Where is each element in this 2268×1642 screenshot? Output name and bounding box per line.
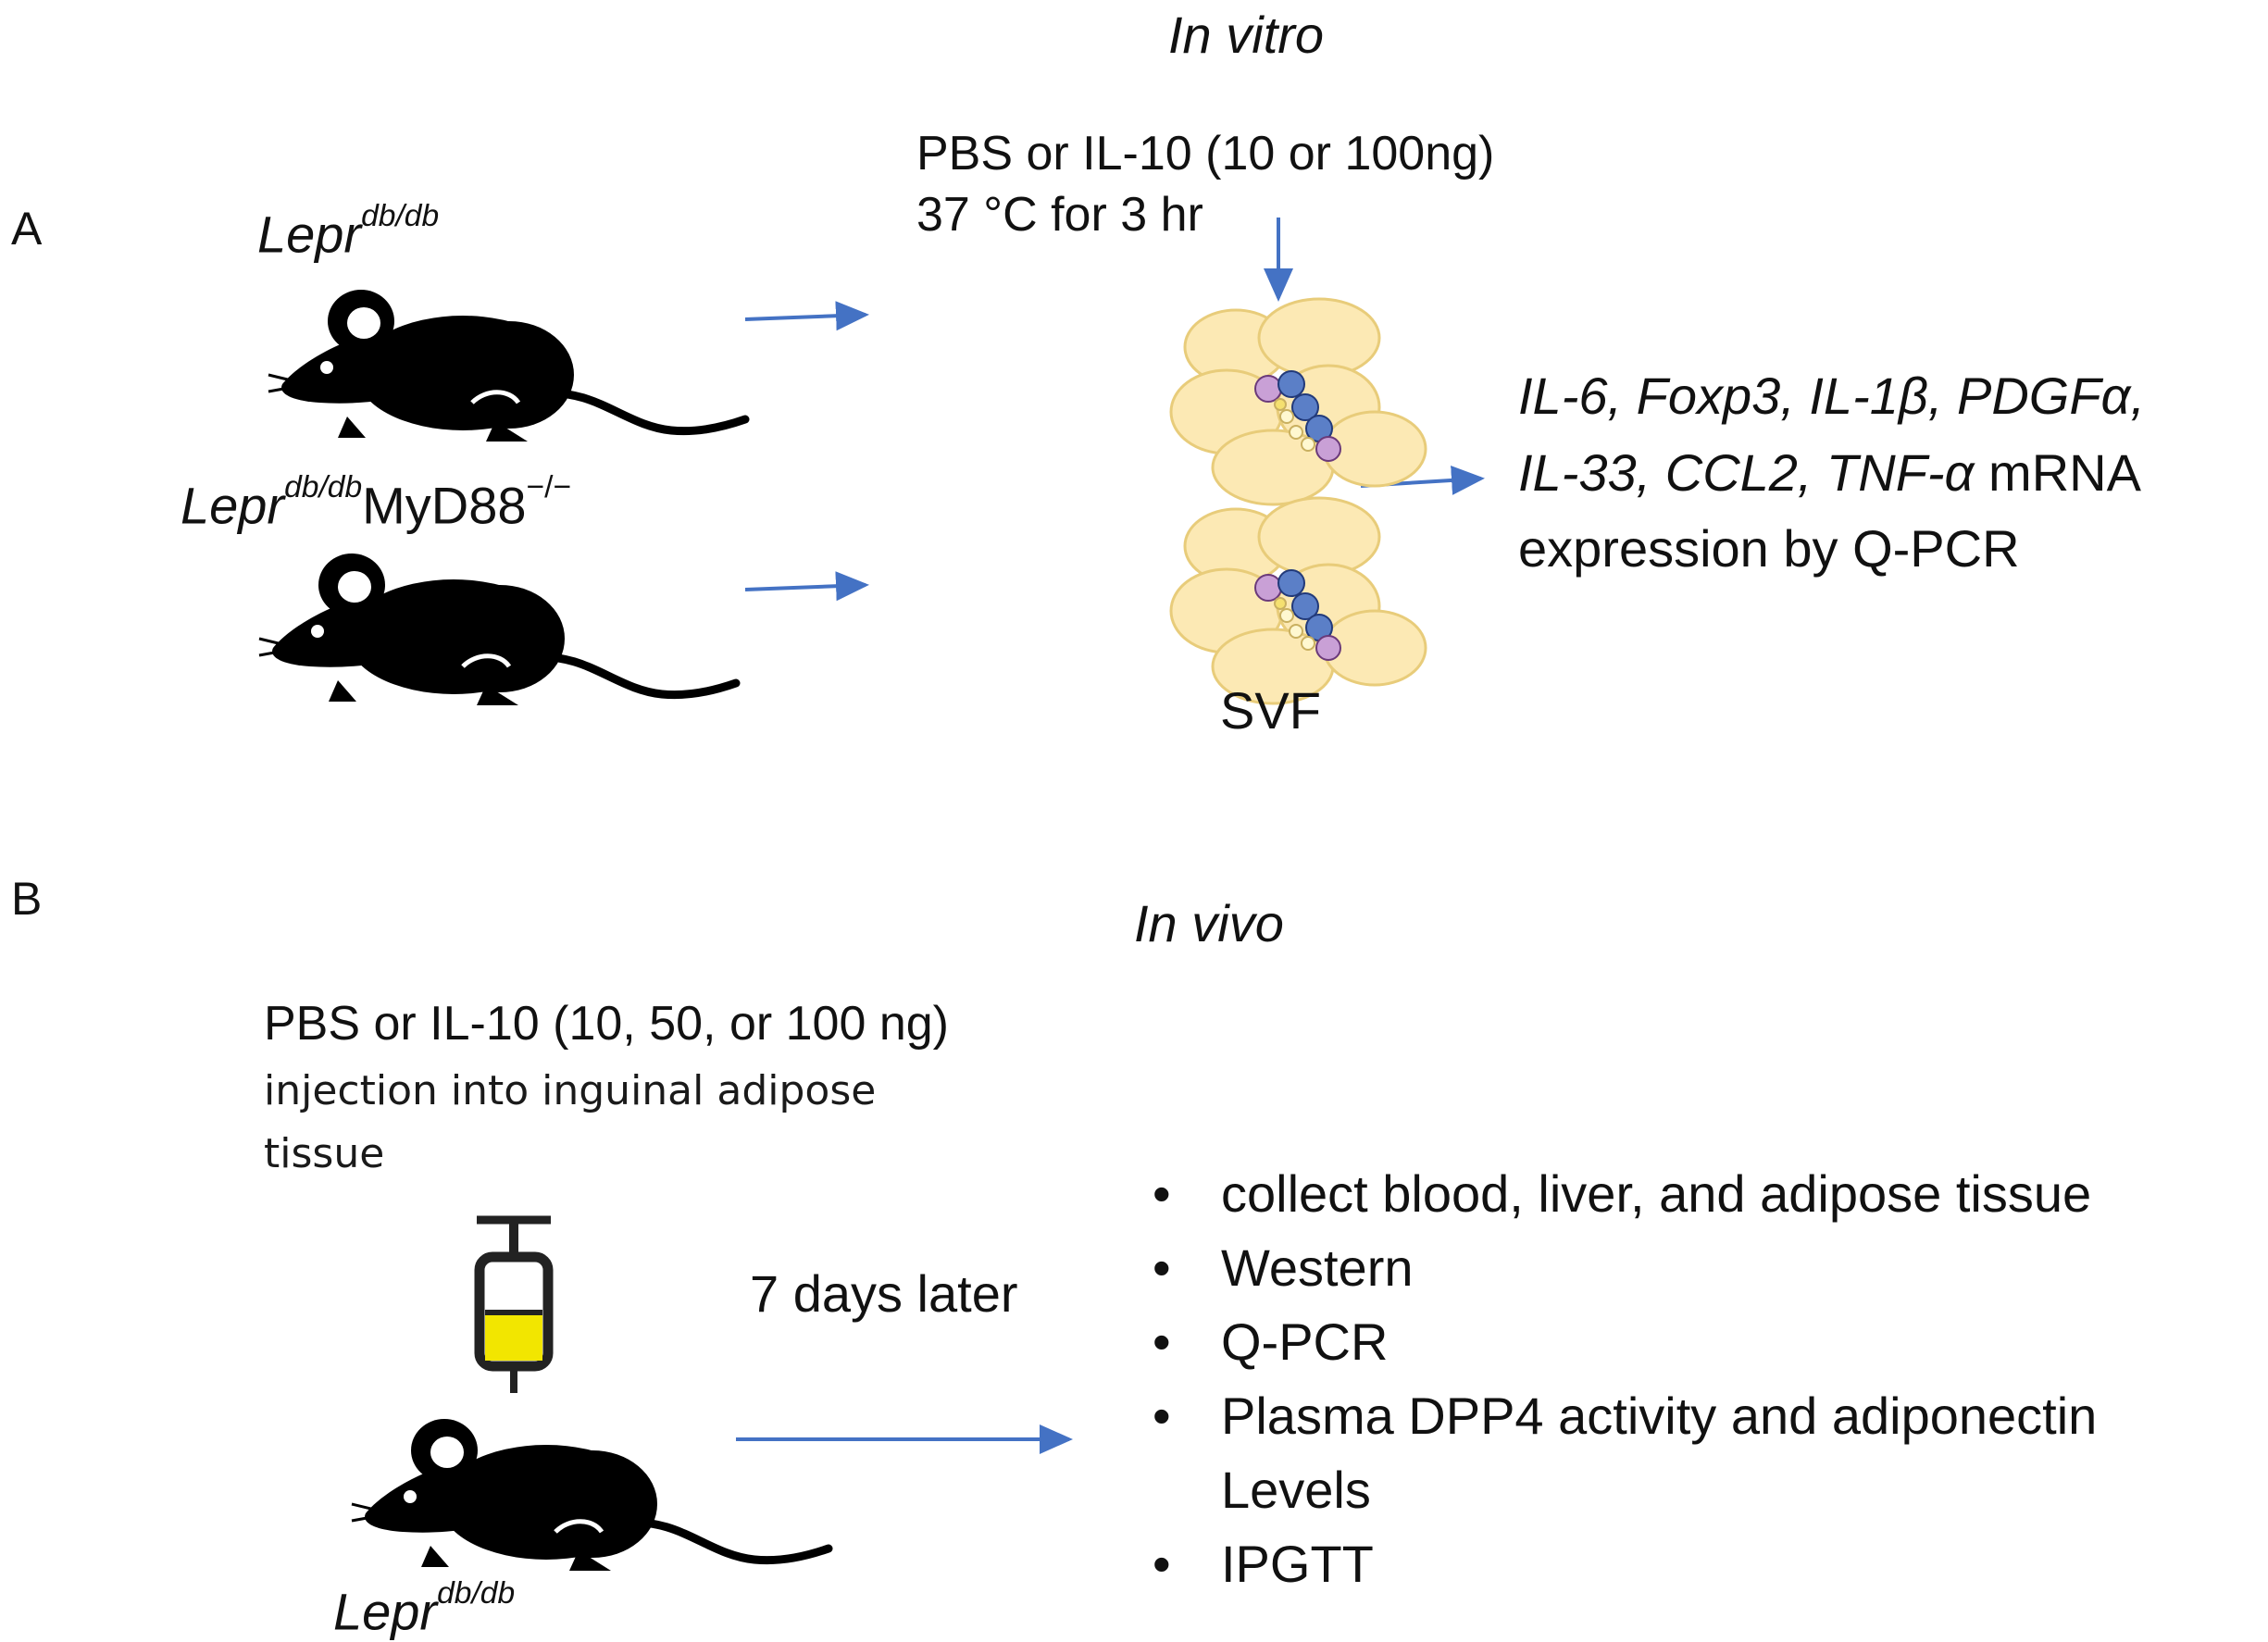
bullet-icon: •: [1153, 1535, 1171, 1593]
genotype-label-lepr-myd88: Leprdb/dbMyD88−/−: [181, 470, 571, 536]
genotype-base: Lepr: [181, 476, 285, 535]
svf-label: SVF: [1220, 681, 1321, 740]
readout-item: Levels: [1125, 1453, 2097, 1527]
genotype-label-invivo: Leprdb/db: [333, 1576, 515, 1642]
svf-cluster-bottom: [1169, 496, 1427, 705]
readout-item: • Western: [1125, 1231, 2097, 1305]
panel-label-a: A: [11, 203, 43, 255]
genotype-suffix: MyD88: [362, 476, 527, 535]
svf-cluster-top: [1169, 297, 1427, 506]
readout-item-text: Western: [1221, 1238, 1414, 1297]
bullet-icon: •: [1153, 1387, 1171, 1445]
panel-a-title: In vitro: [1168, 6, 1325, 64]
readout-invitro-line2: IL-33, CCL2, TNF-α mRNA: [1518, 442, 2141, 503]
readout-invivo-list: • collect blood, liver, and adipose tissu…: [1125, 1157, 2097, 1601]
treatment-invitro-line1: PBS or IL-10 (10 or 100ng): [916, 127, 1495, 180]
genotype-label-lepr: Leprdb/db: [257, 199, 439, 265]
readout-genes: IL-33, CCL2, TNF-α: [1518, 443, 1975, 502]
arrow-mouse2: [744, 571, 869, 602]
bullet-icon: •: [1153, 1238, 1171, 1297]
genotype-base: Lepr: [257, 205, 362, 264]
treatment-invivo: PBS or IL-10 (10, 50, or 100 ng): [264, 997, 949, 1051]
mouse-icon-lepr-myd88: [259, 554, 736, 705]
panel-label-b: B: [11, 873, 43, 925]
genotype-suffix-sup: −/−: [526, 470, 572, 504]
readout-item: • collect blood, liver, and adipose tissu…: [1125, 1157, 2097, 1231]
arrow-mouse1: [744, 301, 869, 331]
mouse-icon-lepr: [268, 290, 745, 442]
genotype-sup: db/db: [361, 199, 440, 233]
bullet-icon: •: [1153, 1164, 1171, 1223]
genotype-sup: db/db: [437, 1576, 516, 1611]
readout-item: • Plasma DPP4 activity and adiponectin: [1125, 1379, 2097, 1453]
readout-item: • IPGTT: [1125, 1527, 2097, 1601]
syringe-icon: [474, 1215, 554, 1393]
readout-item-text: Q-PCR: [1221, 1312, 1389, 1371]
readout-invitro-line1: IL-6, Foxp3, IL-1β, PDGFα,: [1518, 367, 2146, 425]
genotype-base: Lepr: [333, 1582, 438, 1641]
readout-item-text: IPGTT: [1221, 1535, 1374, 1593]
mouse-icon-invivo: [352, 1419, 829, 1571]
readout-invitro-line3: expression by Q-PCR: [1518, 519, 2020, 578]
route-line2: tissue: [264, 1130, 385, 1177]
readout-item-text: collect blood, liver, and adipose tissue: [1221, 1164, 2092, 1223]
panel-b-title: In vivo: [1134, 894, 1284, 952]
readout-item: • Q-PCR: [1125, 1305, 2097, 1379]
route-line1: injection into inguinal adipose: [264, 1067, 877, 1114]
readout-item-text: Plasma DPP4 activity and adiponectin: [1221, 1387, 2098, 1445]
bullet-icon: •: [1153, 1312, 1171, 1371]
genotype-sup: db/db: [284, 470, 363, 504]
readout-item-text: Levels: [1221, 1461, 1371, 1519]
readout-mrna: mRNA: [1974, 443, 2141, 502]
delay-label: 7 days later: [750, 1264, 1018, 1323]
treatment-invitro-line2: 37 °C for 3 hr: [916, 188, 1203, 242]
